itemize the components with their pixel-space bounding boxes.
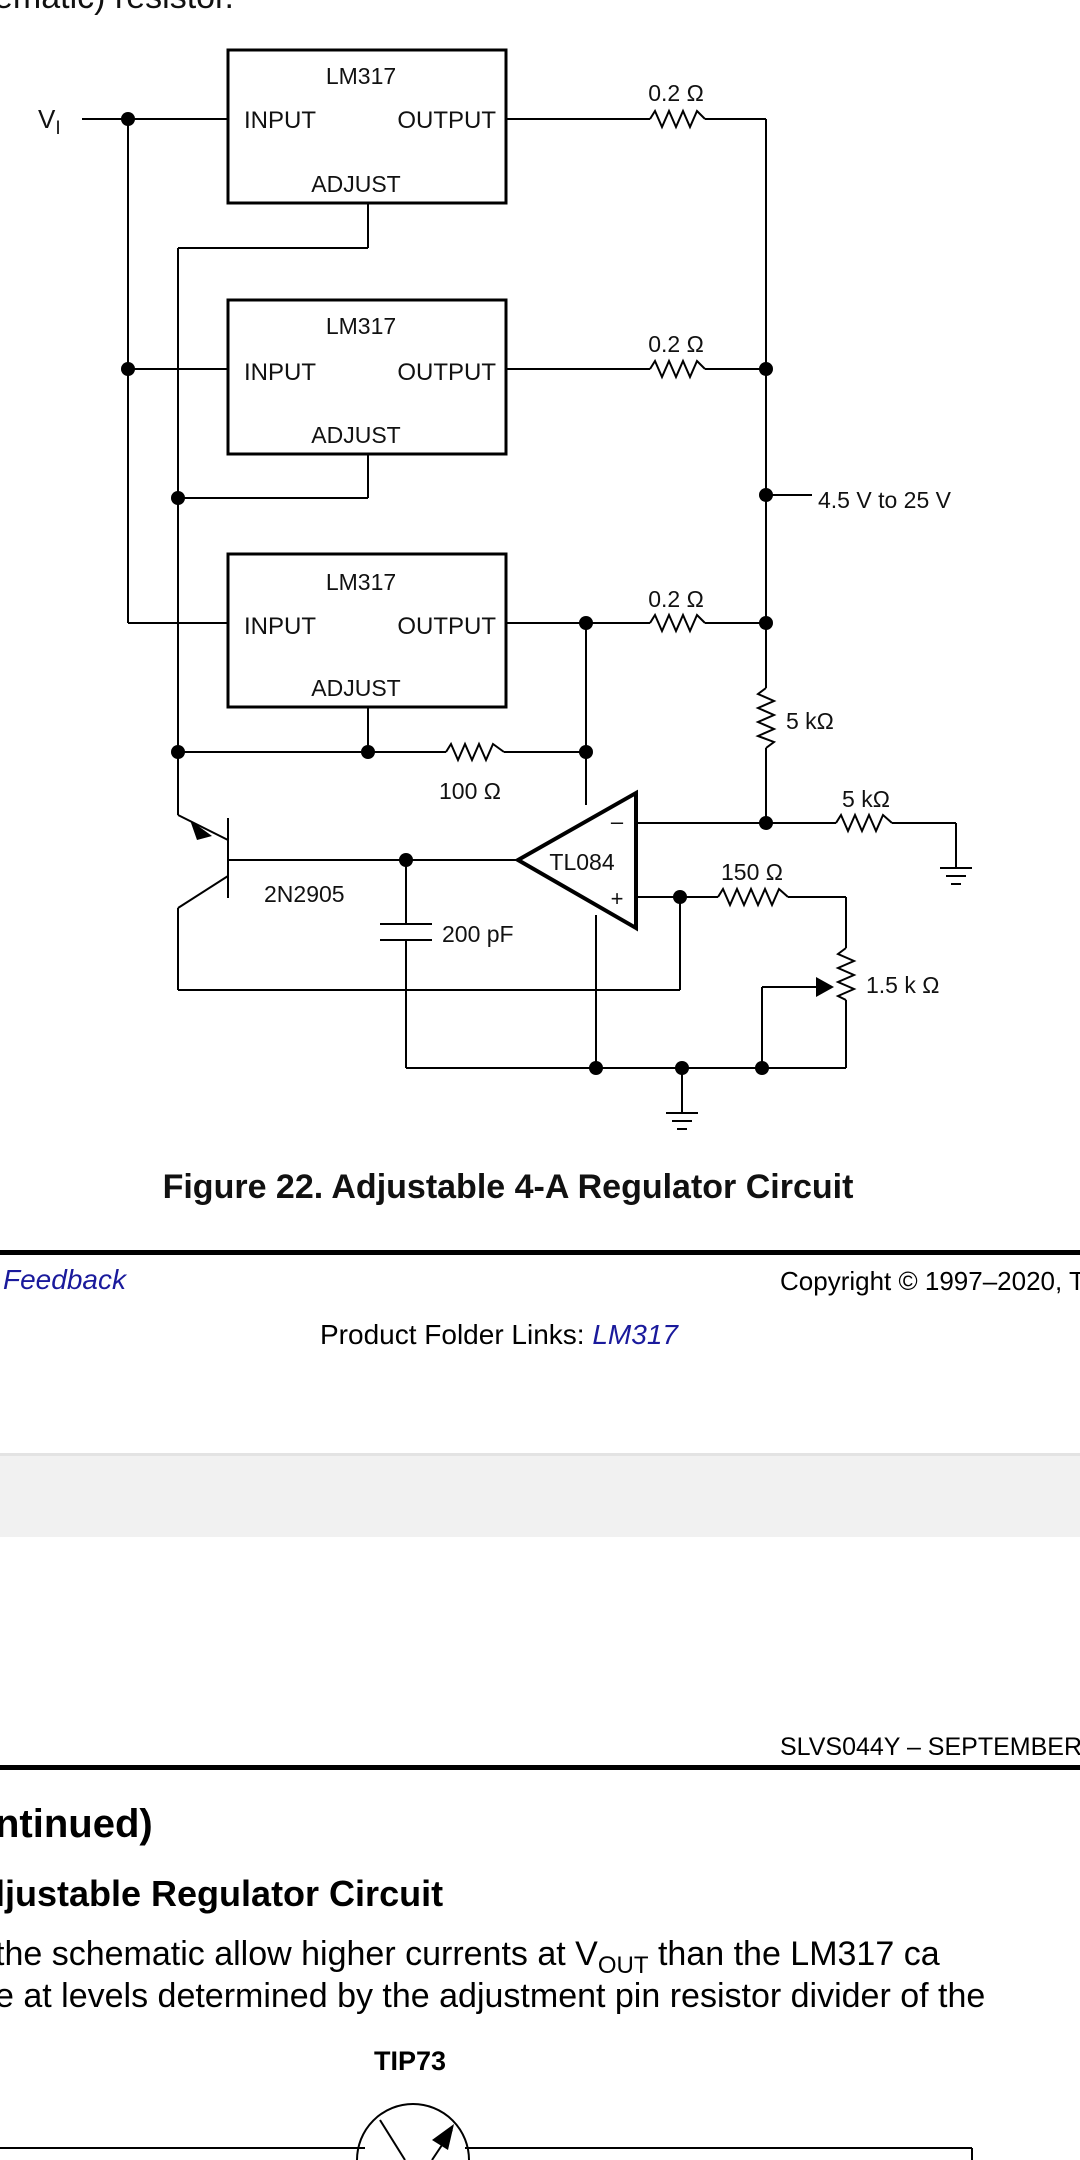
adjustable-regulator-schematic: ematic) resistor. VI LM317 INPUT OUTPUT … bbox=[0, 0, 972, 1206]
r150-label: 150 Ω bbox=[721, 859, 783, 885]
page-divider bbox=[0, 1456, 1080, 1537]
body-text-line-1: the schematic allow higher currents at V… bbox=[0, 1935, 940, 1979]
product-folder-links: Product Folder Links: LM317 bbox=[320, 1319, 678, 1351]
page-bottom-rule bbox=[0, 1250, 1080, 1255]
output-label-2: OUTPUT bbox=[397, 359, 496, 386]
input-label-2: INPUT bbox=[244, 359, 316, 386]
top-text-fragment: ematic) resistor. bbox=[0, 0, 234, 16]
section-title: ntinued) bbox=[0, 1802, 153, 1846]
transistor-emitter-arrow bbox=[190, 820, 212, 840]
opamp-minus-label: – bbox=[611, 809, 624, 834]
subsection-title: ljustable Regulator Circuit bbox=[0, 1873, 444, 1914]
resistor-label-1: 0.2 Ω bbox=[648, 80, 704, 106]
pot-wiper-arrow bbox=[816, 977, 834, 997]
lm317-product-link[interactable]: LM317 bbox=[592, 1319, 678, 1350]
lm317-label-1: LM317 bbox=[326, 63, 396, 89]
adjust-label-3: ADJUST bbox=[311, 675, 400, 701]
circuit-wires bbox=[82, 118, 972, 1130]
product-folder-links-label: Product Folder Links: bbox=[320, 1319, 593, 1350]
tip73-label: TIP73 bbox=[374, 2046, 446, 2076]
page-top-rule bbox=[0, 1765, 1080, 1770]
tip73-figure: TIP73 bbox=[0, 2046, 973, 2160]
tip73-wires bbox=[0, 2103, 973, 2160]
lm317-label-2: LM317 bbox=[326, 313, 396, 339]
opamp-triangle bbox=[513, 789, 638, 932]
r5k-label-horizontal: 5 kΩ bbox=[842, 786, 890, 812]
input-label-1: INPUT bbox=[244, 107, 316, 134]
resistor-label-3: 0.2 Ω bbox=[648, 586, 704, 612]
cap-label: 200 pF bbox=[442, 921, 514, 947]
adjust-label-1: ADJUST bbox=[311, 171, 400, 197]
lm317-label-3: LM317 bbox=[326, 569, 396, 595]
body-text-line-2: e at levels determined by the adjustment… bbox=[0, 1977, 986, 2015]
resistors bbox=[445, 108, 893, 1001]
output-label-3: OUTPUT bbox=[397, 613, 496, 640]
lm317-boxes bbox=[226, 48, 508, 709]
feedback-link[interactable]: Feedback bbox=[3, 1264, 126, 1295]
opamp-plus-label: + bbox=[611, 886, 624, 911]
junction-dots bbox=[121, 112, 773, 1075]
r100-label: 100 Ω bbox=[439, 778, 501, 804]
r5k-label-vertical: 5 kΩ bbox=[786, 708, 834, 734]
transistor-label: 2N2905 bbox=[264, 881, 345, 907]
adjust-label-2: ADJUST bbox=[311, 422, 400, 448]
opamp-label: TL084 bbox=[549, 849, 614, 875]
vi-label: VI bbox=[38, 104, 61, 139]
figure-caption: Figure 22. Adjustable 4-A Regulator Circ… bbox=[163, 1168, 854, 1206]
document-id: SLVS044Y – SEPTEMBER bbox=[780, 1733, 1080, 1761]
page-divider-shadow bbox=[0, 1453, 1080, 1456]
output-label-1: OUTPUT bbox=[397, 107, 496, 134]
tip73-arrow bbox=[432, 2124, 454, 2150]
resistor-label-2: 0.2 Ω bbox=[648, 331, 704, 357]
copyright-text: Copyright © 1997–2020, T bbox=[780, 1266, 1080, 1296]
vout-range-label: 4.5 V to 25 V bbox=[818, 487, 952, 513]
pot-label: 1.5 k Ω bbox=[866, 972, 939, 998]
input-label-3: INPUT bbox=[244, 613, 316, 640]
